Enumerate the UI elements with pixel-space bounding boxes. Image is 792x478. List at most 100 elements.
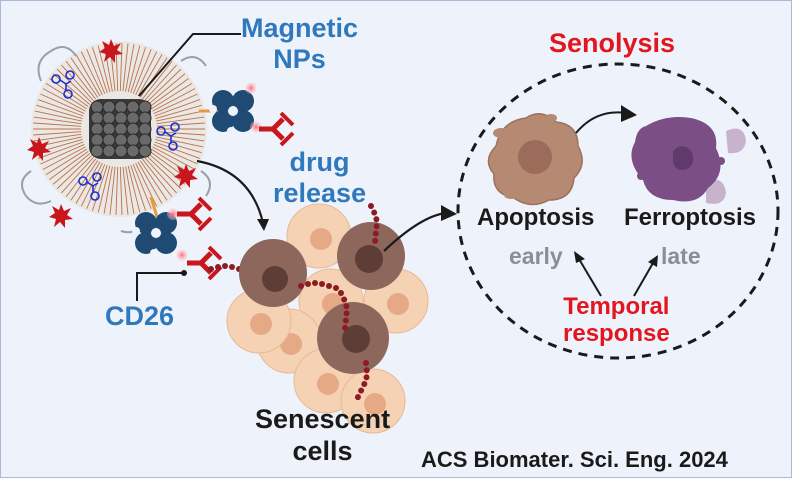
lipid-tail [38,141,84,159]
core-particle [114,100,128,114]
lipid-tail [156,116,205,125]
core-particle [90,144,104,158]
lipid-tail [70,160,99,201]
iron-oxide-core [89,99,152,159]
drug-release-label: drug release [273,149,366,207]
core-particle [138,111,152,125]
temporal-response-label-line1: Temporal [563,293,670,320]
lipid-tail [97,165,111,213]
lipid-tail [65,60,96,100]
core-particle [126,111,140,125]
lipid-tail [40,144,85,165]
lipid-tail [154,99,200,117]
senescent-cells-label-line1: Senescent [255,404,391,434]
lipid-tail [33,133,82,142]
lipid-tail [147,73,186,105]
ferroptosis-label: Ferroptosis [624,204,757,231]
lipid-tail [156,133,205,142]
core-particle [90,100,104,114]
senescent-cell-dark [239,239,307,307]
lipid-tail [61,156,94,194]
lipid-tail [132,49,152,94]
ferroptotic-cell [631,117,746,204]
lipid-tail [152,146,196,170]
lipid-tail [125,166,135,214]
core-particle [114,133,128,147]
lipid-tail [156,122,205,127]
core-particle [126,144,140,158]
temporal-response-label: Temporal response [563,295,670,346]
apoptotic-cell [487,113,583,206]
lipid-tail [154,141,200,159]
lipid-tail [130,165,147,211]
core-particle [102,122,116,136]
temporal-response-label-line2: response [563,320,670,347]
lipid-tail [150,83,193,110]
lipid-tail [45,148,88,175]
senescent-cells-label-line2: cells [292,436,353,466]
core-particle [114,122,128,136]
core-particle [138,144,152,158]
drug-release-label-line2: release [273,178,367,208]
lipid-tail [153,144,198,165]
lipid-tail [135,51,158,96]
core-particle [90,122,104,136]
senescent-cell-dark [337,222,405,290]
lipid-tail [122,43,129,92]
early-label: early [509,243,563,269]
senescent-cell-light [286,203,352,269]
early-arrow [578,258,602,297]
lipid-tail [56,68,92,103]
lipid-tail [119,166,123,215]
lipid-tail [127,45,141,93]
core-particle [90,133,104,147]
lipid-tail [115,166,119,215]
magnetic-nps-leader-line [138,33,241,97]
lipid-tail [40,93,85,114]
core-particle [138,100,152,114]
lipid-tail [132,164,152,209]
lipid-tail [91,47,108,93]
lipid-tail [33,116,82,125]
core-particle [114,111,128,125]
senescent-cell-dark [317,302,389,374]
lipid-tail [146,68,182,103]
lipid-tail [109,166,116,215]
magnetic-nps-label: Magnetic NPs [241,15,358,73]
lipid-tail [97,45,111,93]
core-particle [114,144,128,158]
drug-release-label-line1: drug [289,147,350,177]
antibody-icon [177,198,211,230]
ligand-star-icon [49,204,73,228]
core-particle [138,122,152,136]
core-particle [102,100,116,114]
core-particle [90,111,104,125]
lipid-tail [33,131,82,136]
linker [149,196,159,218]
lipid-tail [125,44,135,92]
lipid-tail [80,51,103,96]
lipid-tail [127,165,141,213]
lipid-tail [103,166,113,214]
lipid-tail [137,54,163,97]
lipid-tail [91,165,108,211]
core-particle [126,133,140,147]
senolysis-title: Senolysis [549,28,676,58]
core-particle [138,133,152,147]
lipid-tail [142,60,173,100]
lipid-tail [56,155,92,190]
core-particle [102,111,116,125]
lipid-tail [147,153,186,185]
lipid-tail [144,64,177,102]
lipid-tail [75,54,101,97]
lipid-tail [142,158,173,198]
lipid-tail [70,57,99,98]
lipid-tail [36,104,83,119]
lipid-tail [139,160,168,201]
senolysis-boundary [456,62,780,360]
late-arrow [633,262,654,297]
lipid-tail [42,88,86,112]
drug-release-arrow [196,159,265,224]
